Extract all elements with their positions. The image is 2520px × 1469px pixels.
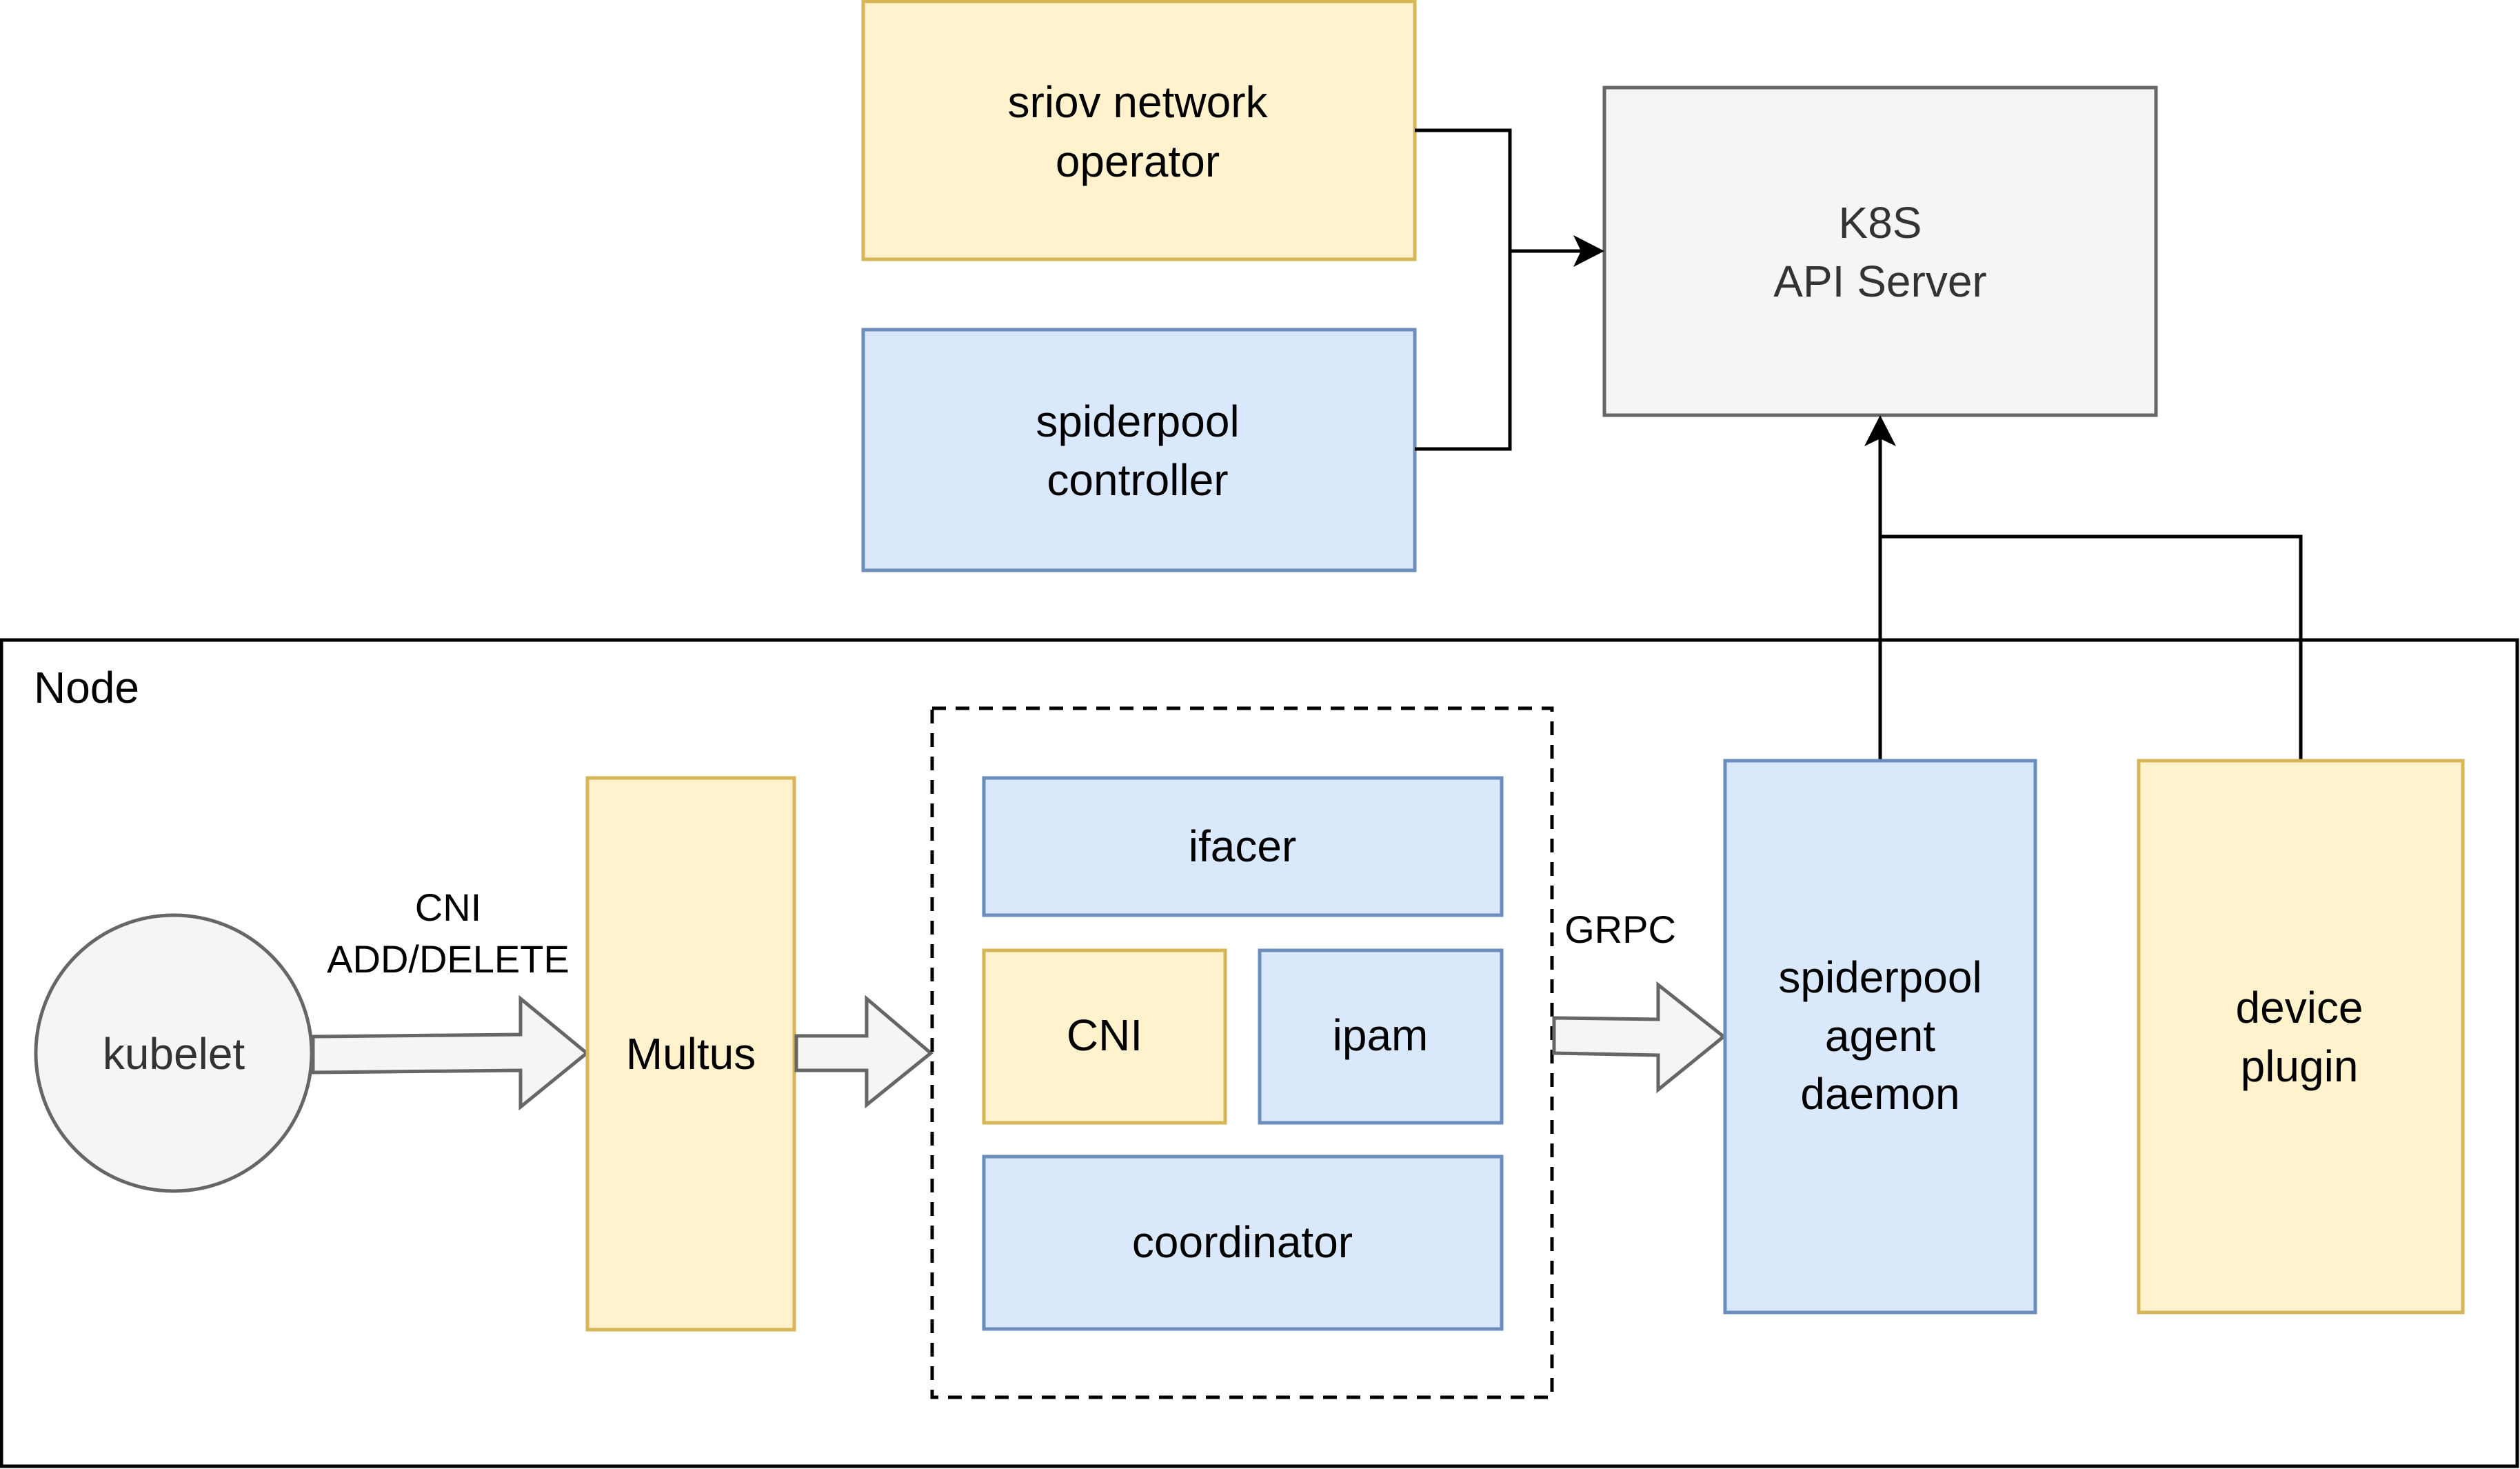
plugins-to-agent-arrow <box>1552 981 1727 1094</box>
multus-box: Multus <box>585 776 796 1332</box>
spiderpool-agent-label-line3: daemon <box>1800 1069 1959 1119</box>
node-container-label: Node <box>34 663 139 712</box>
multus-to-plugins-arrow <box>794 995 934 1109</box>
kubelet-label: kubelet <box>103 1029 245 1079</box>
ifacer-box: ifacer <box>982 776 1504 917</box>
cni-label: CNI <box>1067 1010 1142 1060</box>
ipam-label: ipam <box>1333 1010 1429 1060</box>
kubelet-circle: kubelet <box>34 913 314 1193</box>
connector-arrowhead <box>1573 235 1604 267</box>
spiderpool-agent-label-line2: agent <box>1825 1011 1935 1061</box>
cni-box: CNI <box>982 948 1227 1125</box>
cni-call-label-line2: ADD/DELETE <box>327 937 569 981</box>
grpc-label: GRPC <box>1564 908 1676 951</box>
controllers-to-apiserver-connector <box>1415 128 1604 451</box>
node-container: Node <box>0 638 2519 1468</box>
k8s-api-server-label-line2: API Server <box>1773 257 1986 306</box>
cni-plugin-group <box>930 706 1554 1399</box>
connector-arrowhead-up <box>1864 415 1896 446</box>
coordinator-box: coordinator <box>982 1155 1504 1331</box>
device-plugin-label-line2: plugin <box>2241 1041 2359 1091</box>
device-plugin-box: device plugin <box>2137 759 2465 1315</box>
agents-to-apiserver-connector <box>1864 415 2303 760</box>
sriov-operator-label-line1: sriov network <box>1008 77 1269 127</box>
spiderpool-controller-label-line1: spiderpool <box>1036 397 1239 446</box>
k8s-api-server-label-line1: K8S <box>1839 198 1922 248</box>
ifacer-label: ifacer <box>1189 821 1297 871</box>
coordinator-label: coordinator <box>1132 1217 1353 1267</box>
spiderpool-controller-box: spiderpool controller <box>861 328 1417 572</box>
spiderpool-controller-label-line2: controller <box>1047 455 1228 505</box>
device-plugin-label-line1: device <box>2236 983 2363 1032</box>
sriov-network-operator-box: sriov network operator <box>861 0 1417 261</box>
multus-label: Multus <box>626 1029 756 1079</box>
ipam-box: ipam <box>1258 948 1504 1125</box>
spiderpool-agent-label-line1: spiderpool <box>1778 952 1982 1002</box>
kubelet-to-multus-arrow <box>311 995 589 1111</box>
cni-call-label-line1: CNI <box>415 886 481 929</box>
k8s-api-server-box: K8S API Server <box>1602 86 2158 417</box>
spiderpool-agent-daemon-box: spiderpool agent daemon <box>1723 759 2037 1315</box>
sriov-operator-label-line2: operator <box>1056 137 1220 186</box>
